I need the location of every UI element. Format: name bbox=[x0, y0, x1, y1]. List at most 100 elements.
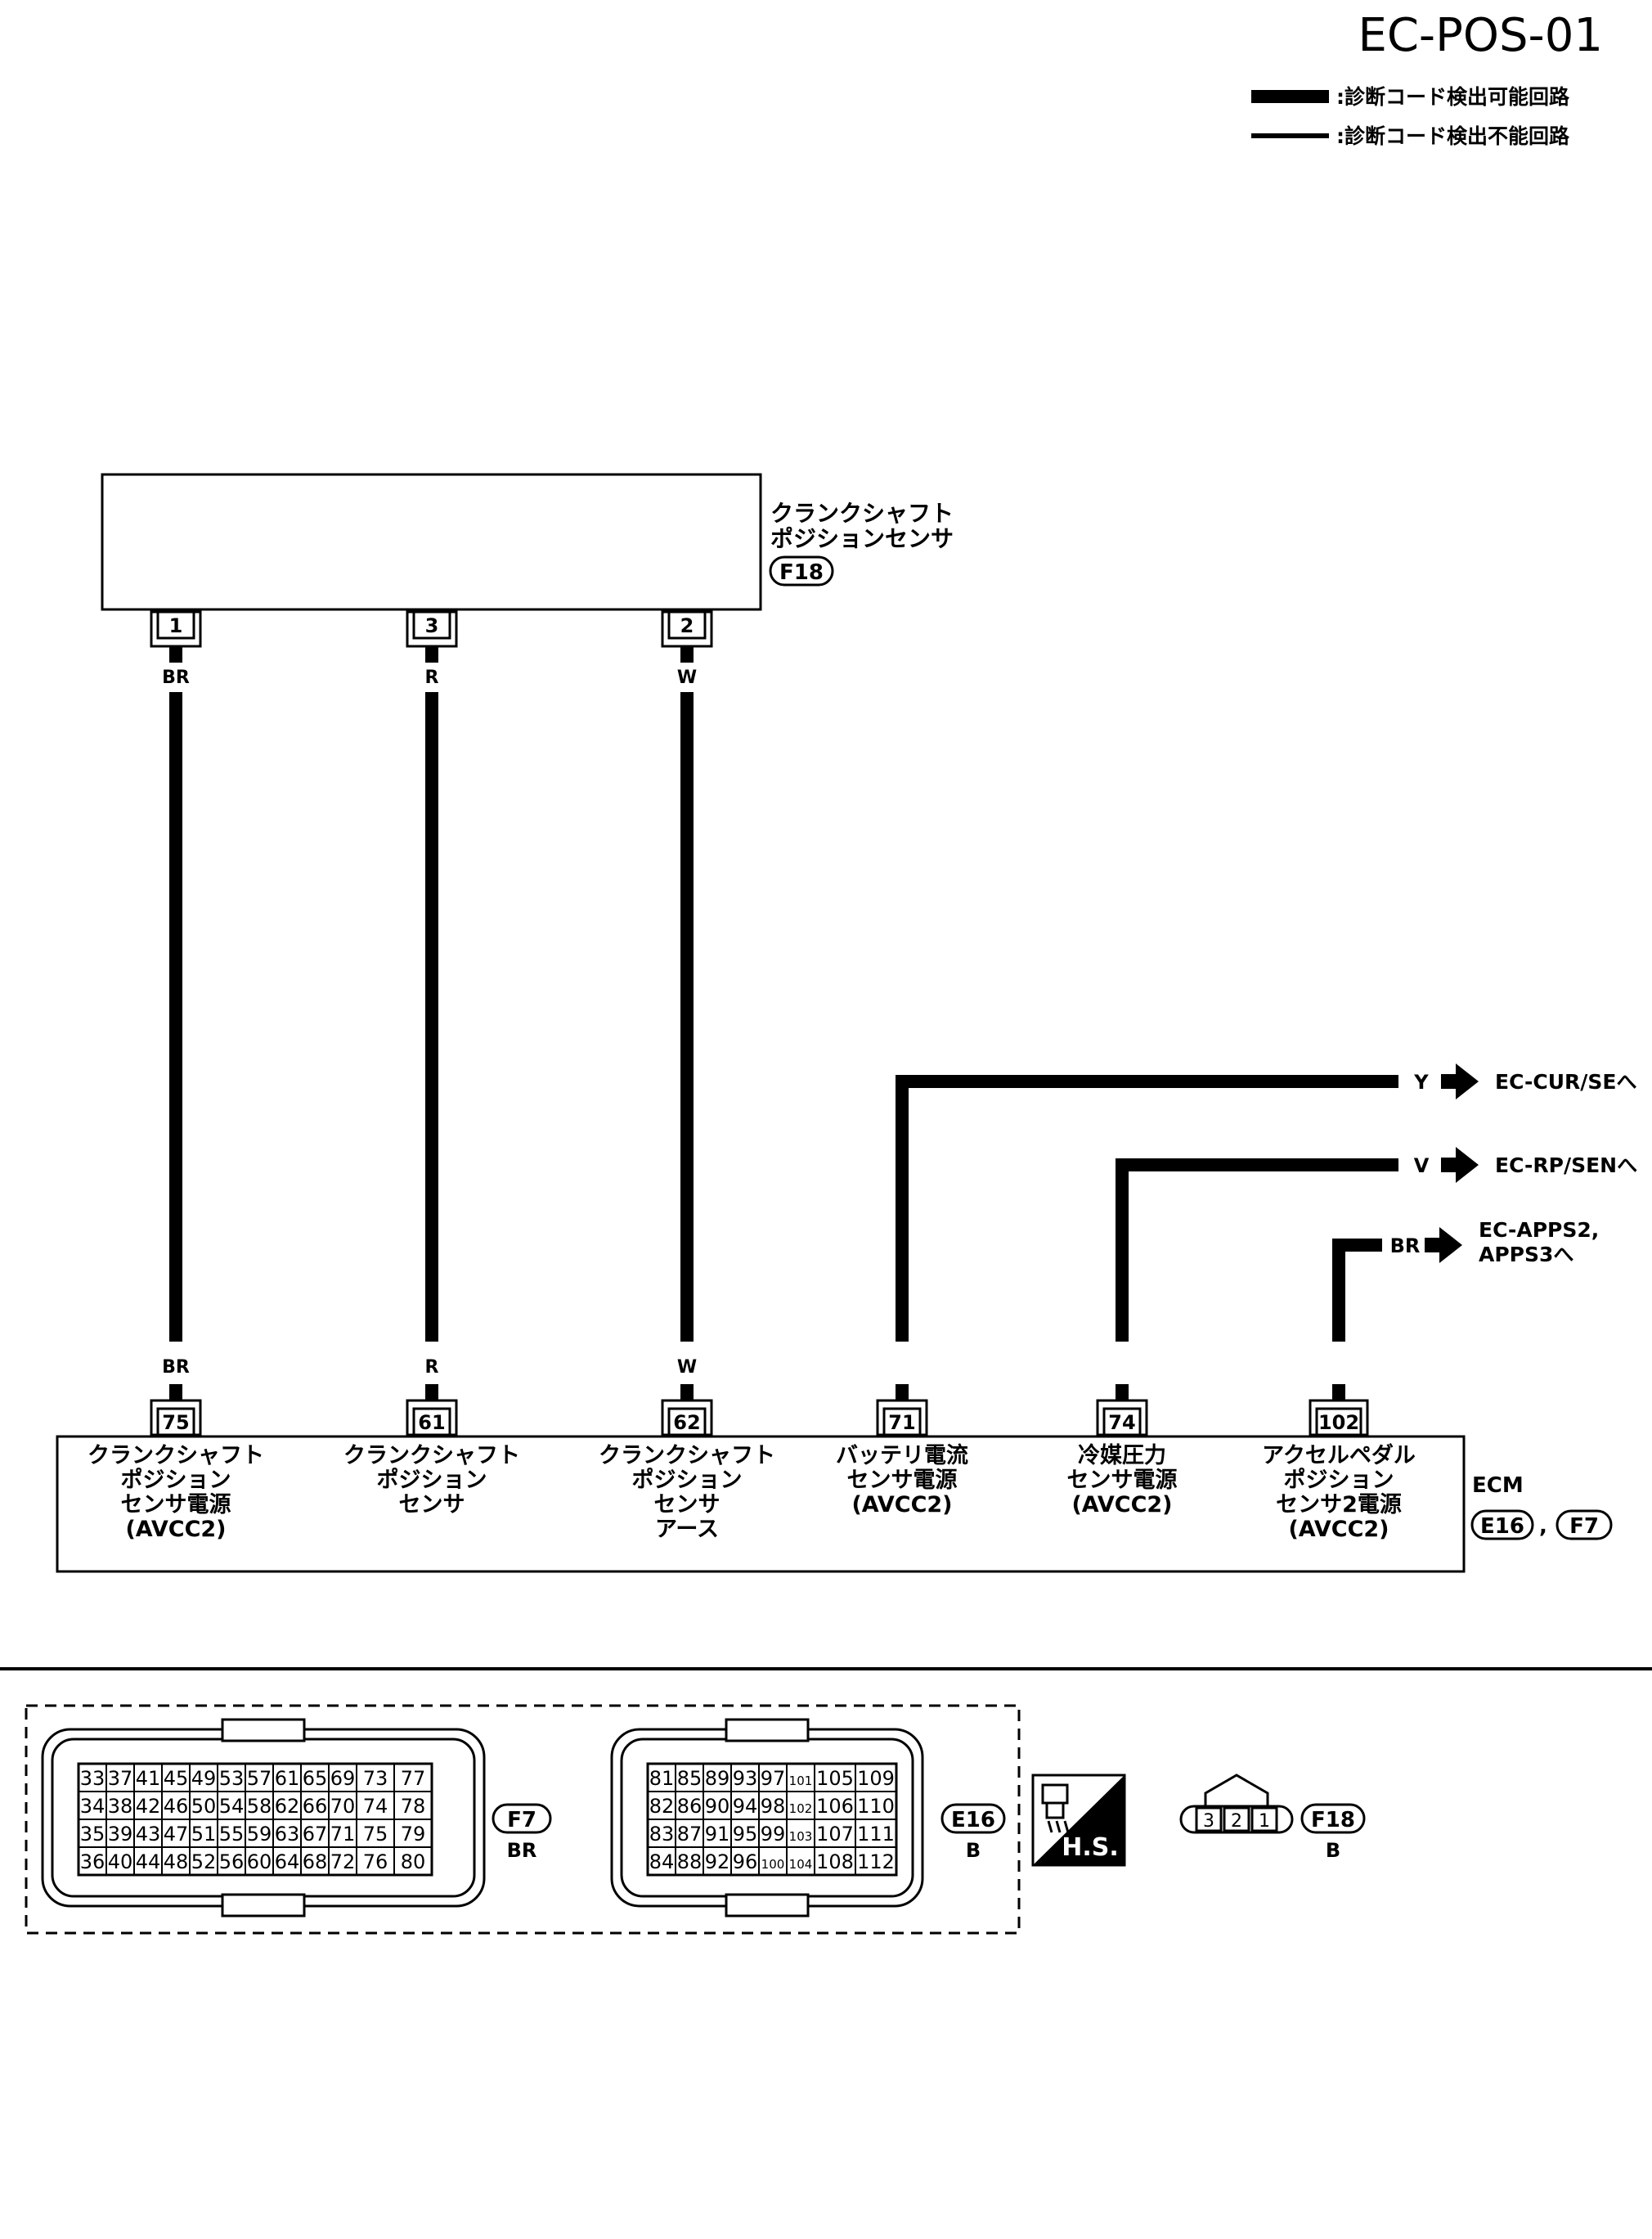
branch-arrow-0 bbox=[1441, 1063, 1479, 1099]
sensor-name-line1: クランクシャフト bbox=[770, 500, 954, 527]
branch-wire-0 bbox=[896, 1075, 1398, 1342]
connector-face-f7-pin-76: 76 bbox=[363, 1850, 388, 1873]
sensor-connector-id-frame bbox=[769, 555, 834, 587]
connector-face-f7-pin-70: 70 bbox=[330, 1795, 356, 1818]
branch-arrow-1 bbox=[1441, 1147, 1479, 1183]
connector-face-f7-pin-46: 46 bbox=[164, 1795, 189, 1818]
connector-face-e16-id: E16 bbox=[951, 1808, 995, 1832]
connector-face-f7-pin-52: 52 bbox=[191, 1850, 217, 1873]
ecm-terminal-71-desc-2: (AVCC2) bbox=[851, 1492, 952, 1517]
connector-face-f7-pin-64: 64 bbox=[275, 1850, 300, 1873]
wire-top-color-2: W bbox=[677, 668, 697, 688]
sensor-connector-id: F18 bbox=[779, 560, 824, 585]
connector-face-f7-pin-68: 68 bbox=[303, 1850, 328, 1873]
connector-face-f7-pin-50: 50 bbox=[191, 1795, 217, 1818]
connector-face-f18-color: B bbox=[1326, 1839, 1340, 1862]
wire-bottom-color-0: BR bbox=[162, 1357, 190, 1378]
branch-color-1: V bbox=[1414, 1154, 1430, 1177]
sensor-pin-3: 3 bbox=[406, 610, 458, 663]
connector-face-f7-pin-56: 56 bbox=[219, 1850, 245, 1873]
ecm-terminal-75: 75 bbox=[150, 1384, 202, 1436]
connector-face-f7-pin-53: 53 bbox=[219, 1767, 245, 1790]
connector-face-e16-pin-110: 110 bbox=[857, 1795, 895, 1818]
branch-target-1: EC-RP/SENへ bbox=[1495, 1153, 1637, 1177]
sensor-pin-2-label: 2 bbox=[680, 614, 694, 637]
legend-undetectable-label: :診断コード検出不能回路 bbox=[1336, 124, 1570, 148]
connector-face-e16-pin-85: 85 bbox=[677, 1767, 703, 1790]
branch-target-line2-2: APPS3へ bbox=[1479, 1243, 1573, 1266]
branch-color-2: BR bbox=[1390, 1234, 1421, 1257]
ecm-terminal-102-desc-0: アクセルペダル bbox=[1262, 1442, 1416, 1468]
connector-face-e16-id-frame bbox=[940, 1803, 1006, 1834]
connector-face-f7-pin-34: 34 bbox=[80, 1795, 105, 1818]
connector-face-e16-pin-82: 82 bbox=[649, 1795, 675, 1818]
connector-face-e16-pin-112: 112 bbox=[857, 1850, 895, 1873]
connector-face-f7-pin-44: 44 bbox=[136, 1850, 161, 1873]
branch-target-0: EC-CUR/SEへ bbox=[1495, 1070, 1637, 1094]
connector-face-f18-id-frame bbox=[1300, 1803, 1366, 1834]
ecm-terminal-102: 102 bbox=[1309, 1384, 1369, 1436]
page-code: EC-POS-01 bbox=[1358, 9, 1603, 62]
connector-face-e16-pin-104: 104 bbox=[789, 1857, 813, 1872]
connector-face-e16-pin-83: 83 bbox=[649, 1823, 675, 1846]
connector-face-f18-pin-2: 2 bbox=[1231, 1811, 1242, 1832]
ecm-terminal-62-desc-0: クランクシャフト bbox=[599, 1443, 775, 1468]
connector-face-e16-pin-95: 95 bbox=[733, 1823, 758, 1846]
connector-face-e16-pin-81: 81 bbox=[649, 1767, 675, 1790]
connector-face-e16-pin-108: 108 bbox=[816, 1850, 854, 1873]
connector-face-f7-pin-57: 57 bbox=[247, 1767, 272, 1790]
branch-arrow-2 bbox=[1425, 1227, 1462, 1263]
wire-top-color-0: BR bbox=[162, 668, 190, 688]
connector-group-frame bbox=[25, 1704, 1021, 1935]
connector-face-e16-pin-90: 90 bbox=[705, 1795, 730, 1818]
ecm-terminal-74-desc-1: センサ電源 bbox=[1067, 1468, 1178, 1493]
connector-face-f7-pin-75: 75 bbox=[363, 1823, 388, 1846]
connector-face-f7-pin-38: 38 bbox=[108, 1795, 133, 1818]
connector-face-f7-pin-63: 63 bbox=[275, 1823, 300, 1846]
connector-face-f7-pin-74: 74 bbox=[363, 1795, 388, 1818]
sensor-pin-2: 2 bbox=[661, 610, 713, 663]
ecm-box bbox=[56, 1435, 1466, 1573]
connector-face-e16-pin-102: 102 bbox=[789, 1801, 813, 1816]
connector-face-e16-pin-84: 84 bbox=[649, 1850, 675, 1873]
ecm-terminal-71: 71 bbox=[876, 1384, 928, 1436]
connector-face-f7-pin-69: 69 bbox=[330, 1767, 356, 1790]
connector-face-f7-pin-59: 59 bbox=[247, 1823, 272, 1846]
connector-face-f7-pin-66: 66 bbox=[303, 1795, 328, 1818]
ecm-terminal-71-label: 71 bbox=[888, 1411, 915, 1434]
ecm-terminal-102-label: 102 bbox=[1318, 1411, 1359, 1434]
sensor-pin-1: 1 bbox=[150, 610, 202, 663]
connector-face-e16-pin-107: 107 bbox=[816, 1823, 854, 1846]
wire-bottom-color-1: R bbox=[425, 1357, 439, 1378]
connector-face-f7-pin-39: 39 bbox=[108, 1823, 133, 1846]
ecm-name: ECM bbox=[1472, 1473, 1524, 1498]
ecm-terminal-62-desc-2: センサ bbox=[654, 1492, 721, 1517]
connector-face-e16-pin-111: 111 bbox=[857, 1823, 895, 1846]
connector-face-f7-pin-65: 65 bbox=[303, 1767, 328, 1790]
legend-detectable-label: :診断コード検出可能回路 bbox=[1336, 85, 1570, 109]
ecm-terminal-61-desc-1: ポジション bbox=[377, 1468, 487, 1493]
connector-face-f7-pin-43: 43 bbox=[136, 1823, 161, 1846]
connector-face-f7-pin-49: 49 bbox=[191, 1767, 217, 1790]
ecm-terminal-74-desc-2: (AVCC2) bbox=[1071, 1492, 1172, 1517]
connector-face-f7-pin-54: 54 bbox=[219, 1795, 245, 1818]
connector-face-e16-pin-100: 100 bbox=[761, 1857, 785, 1872]
connector-face-f7-pin-40: 40 bbox=[108, 1850, 133, 1873]
connector-face-f7-pin-61: 61 bbox=[275, 1767, 300, 1790]
connector-face-f7-pin-77: 77 bbox=[401, 1767, 426, 1790]
connector-face-f7-pin-36: 36 bbox=[80, 1850, 105, 1873]
branch-color-0: Y bbox=[1413, 1071, 1429, 1094]
ecm-terminal-71-desc-0: バッテリ電流 bbox=[836, 1443, 968, 1468]
sensor-box bbox=[101, 473, 762, 611]
ecm-connector-e16-frame bbox=[1470, 1509, 1534, 1540]
connector-face-f7-pin-73: 73 bbox=[363, 1767, 388, 1790]
connector-face-e16-pin-94: 94 bbox=[733, 1795, 758, 1818]
ecm-terminal-61-label: 61 bbox=[418, 1411, 445, 1434]
ecm-terminal-62-label: 62 bbox=[673, 1411, 700, 1434]
connector-face-f7-pin-60: 60 bbox=[247, 1850, 272, 1873]
connector-face-f7-pin-41: 41 bbox=[136, 1767, 161, 1790]
connector-face-e16-pin-87: 87 bbox=[677, 1823, 703, 1846]
